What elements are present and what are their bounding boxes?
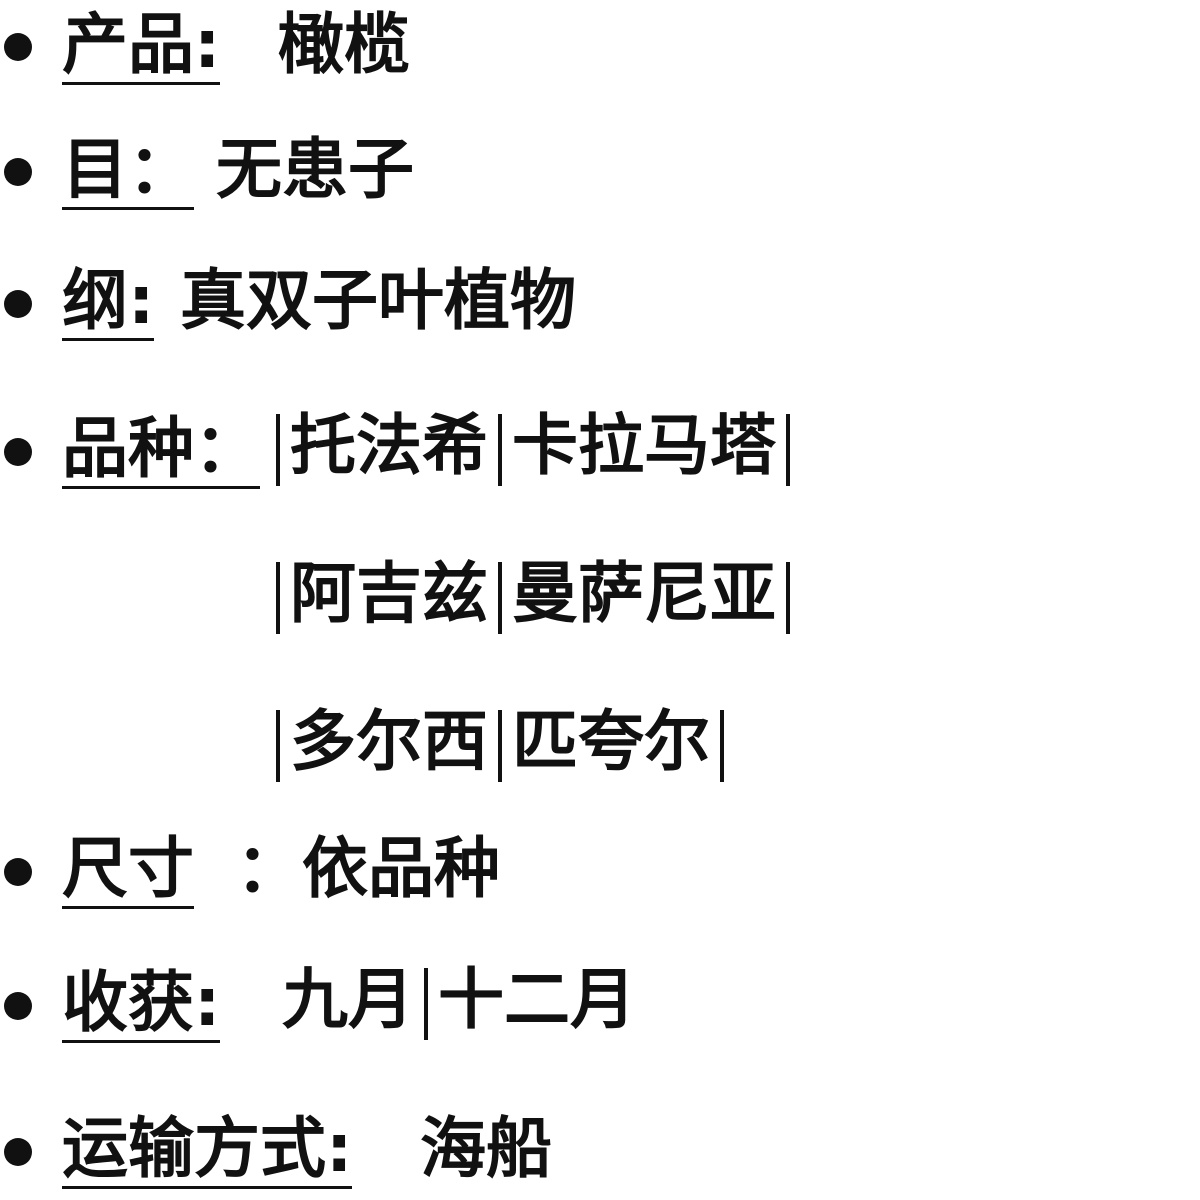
separator xyxy=(498,561,502,634)
label-product: 产品: xyxy=(62,6,221,85)
separator xyxy=(786,561,790,634)
variety: 匹夸尔 xyxy=(512,703,710,780)
value-shipping: 海船 xyxy=(420,1110,552,1187)
bullet xyxy=(4,158,32,186)
separator xyxy=(498,413,502,486)
variety: 托法希 xyxy=(290,407,488,484)
value-size: ：依品种 xyxy=(236,830,500,907)
label-size: 尺寸 xyxy=(62,830,194,909)
separator xyxy=(786,413,790,486)
label-class: 纲: xyxy=(62,262,155,341)
separator xyxy=(276,709,280,782)
separator xyxy=(498,709,502,782)
harvest-start: 九月 xyxy=(282,961,414,1038)
value-class: 真双子叶植物 xyxy=(180,262,576,339)
separator xyxy=(424,967,428,1040)
bullet xyxy=(4,290,32,318)
harvest-end: 十二月 xyxy=(438,961,636,1038)
label-order: 目： xyxy=(62,131,194,210)
value-harvest: 九月十二月 xyxy=(282,967,636,1040)
variety: 阿吉兹 xyxy=(290,555,488,632)
label-shipping: 运输方式: xyxy=(62,1110,353,1189)
varieties-row-3: 多尔西匹夸尔 xyxy=(276,709,734,782)
bullet xyxy=(4,992,32,1020)
variety: 多尔西 xyxy=(290,703,488,780)
separator xyxy=(276,413,280,486)
variety: 卡拉马塔 xyxy=(512,407,776,484)
varieties-row-2: 阿吉兹曼萨尼亚 xyxy=(276,561,800,634)
bullet xyxy=(4,33,32,61)
label-harvest: 收获: xyxy=(62,964,221,1043)
value-product: 橄榄 xyxy=(278,6,410,83)
separator xyxy=(720,709,724,782)
bullet xyxy=(4,438,32,466)
separator xyxy=(276,561,280,634)
value-order: 无患子 xyxy=(216,131,414,208)
bullet xyxy=(4,1138,32,1166)
bullet xyxy=(4,858,32,886)
variety: 曼萨尼亚 xyxy=(512,555,776,632)
varieties-row-1: 托法希卡拉马塔 xyxy=(276,413,800,486)
label-varieties: 品种： xyxy=(62,410,260,489)
